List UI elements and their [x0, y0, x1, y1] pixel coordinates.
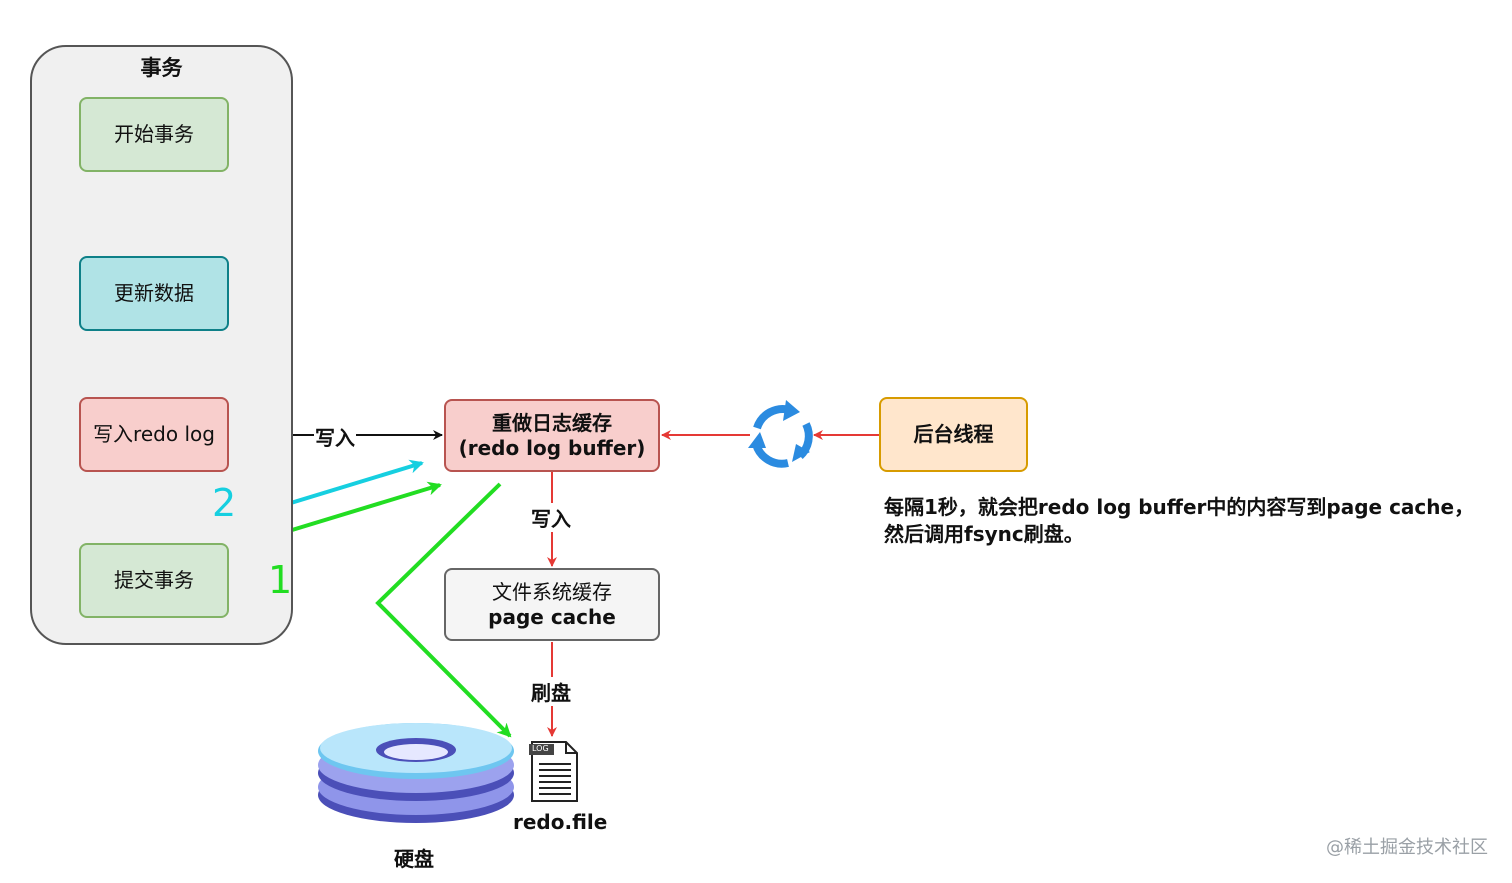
log-file-badge: LOG [532, 744, 549, 753]
interval-note-line2: 然后调用fsync刷盘。 [884, 522, 1084, 546]
page-cache-line1: 文件系统缓存 [492, 579, 612, 604]
cycle-arrows-icon [748, 400, 813, 468]
edge-label-write-in-2: 写入 [530, 503, 572, 532]
step-write-redo-log: 写入redo log [79, 397, 229, 472]
step-write-redo-log-label: 写入redo log [93, 422, 215, 446]
transaction-group-title: 事务 [140, 56, 183, 80]
redo-log-buffer-line1: 重做日志缓存 [492, 410, 612, 435]
step-update-data: 更新数据 [79, 256, 229, 331]
step-update-data-label: 更新数据 [114, 281, 194, 305]
redo-file-label: redo.file [513, 810, 608, 834]
redo-log-buffer-box: 重做日志缓存 (redo log buffer) [444, 399, 660, 472]
step-commit-transaction: 提交事务 [79, 543, 229, 618]
annotation-number-2: 2 [212, 481, 237, 525]
disk-label: 硬盘 [394, 847, 434, 871]
annotation-number-1: 1 [268, 558, 293, 602]
hard-disk-icon [318, 723, 514, 823]
step-commit-transaction-label: 提交事务 [114, 568, 194, 592]
background-thread-box: 后台线程 [879, 397, 1028, 472]
page-cache-box: 文件系统缓存 page cache [444, 568, 660, 641]
step-start-transaction-label: 开始事务 [114, 122, 194, 146]
log-file-icon [529, 741, 578, 802]
redo-log-buffer-line2: (redo log buffer) [458, 435, 646, 460]
interval-note: 每隔1秒，就会把redo log buffer中的内容写到page cache，… [884, 494, 1474, 548]
interval-note-line1: 每隔1秒，就会把redo log buffer中的内容写到page cache， [884, 495, 1475, 519]
annotation-arrow-buffer-to-file [375, 482, 512, 738]
background-thread-label: 后台线程 [913, 422, 994, 446]
watermark: @稀土掘金技术社区 [1326, 837, 1488, 858]
edge-label-write-in: 写入 [314, 422, 356, 451]
edge-label-flush: 刷盘 [530, 677, 572, 706]
page-cache-line2: page cache [488, 604, 616, 629]
step-start-transaction: 开始事务 [79, 97, 229, 172]
